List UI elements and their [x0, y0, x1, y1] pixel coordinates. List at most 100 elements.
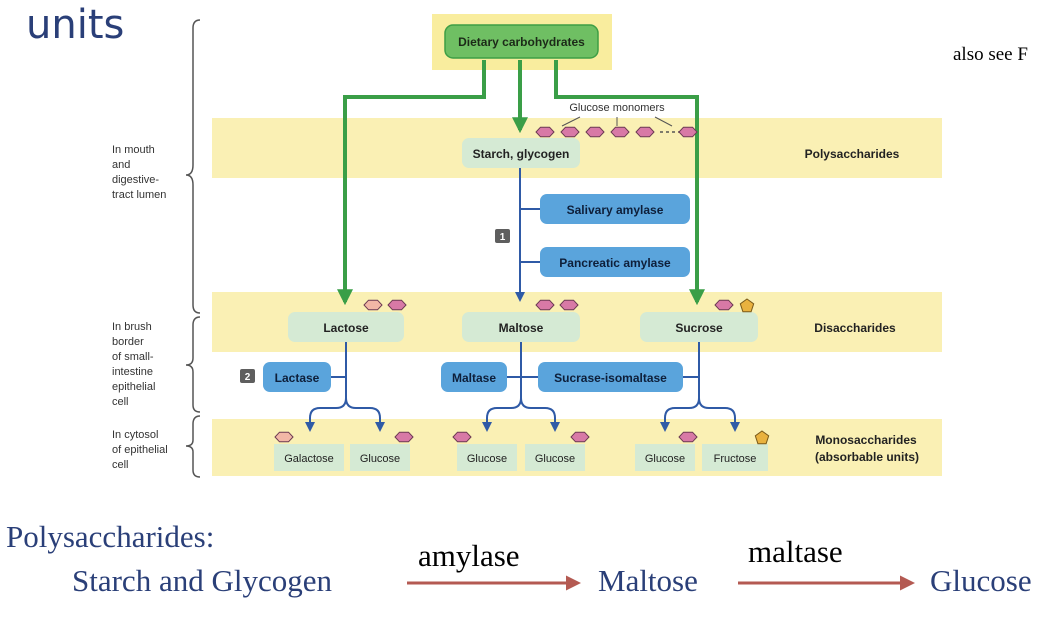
brush-border-line: border [112, 336, 144, 348]
lactase-box [263, 362, 331, 392]
maltose-split-right [520, 397, 560, 432]
cytosol-line: cell [112, 459, 129, 471]
sucrose-split-left [660, 342, 700, 432]
cytosol-region-label: In cytosol of epithelial cell [112, 429, 171, 471]
glucose-ring-icon [394, 431, 414, 443]
brush-border-region-label: In brush border of small- intestine epit… [112, 321, 158, 408]
glucose-ring-icon [678, 431, 698, 443]
brush-border-line: of small- [112, 351, 154, 363]
step-2-badge [240, 369, 255, 383]
fructose-label: Fructose [714, 453, 757, 465]
maltose-box [462, 312, 580, 342]
summary-substrate: Starch and Glycogen [72, 563, 332, 598]
starch-glycogen-box [462, 138, 580, 168]
cytosol-line: of epithelial [112, 444, 168, 456]
dietary-carbohydrates-box [444, 24, 599, 59]
mouth-line: In mouth [112, 144, 155, 156]
glucose-ring-icon [387, 299, 407, 311]
sucrose-box [640, 312, 758, 342]
brush-border-line: epithelial [112, 381, 155, 393]
mouth-brace [185, 19, 201, 314]
green-arrow-to-lactose [337, 60, 486, 306]
disaccharides-band-label: Disaccharides [814, 321, 896, 335]
summary-enzyme-maltase: maltase [748, 534, 843, 569]
maltose-split-left [482, 342, 522, 432]
summary-label: Polysaccharides: [6, 519, 215, 554]
lactose-label: Lactose [323, 321, 369, 335]
brush-border-brace [185, 316, 201, 413]
glucose-box [525, 444, 585, 471]
pointer-line [654, 116, 673, 127]
mouth-line: tract lumen [112, 189, 166, 201]
glucose-box [350, 444, 410, 471]
summary-intermediate: Maltose [598, 563, 698, 598]
side-note: also see F [953, 44, 1028, 65]
dietary-carbohydrates-label: Dietary carbohydrates [458, 35, 585, 49]
lactase-label: Lactase [275, 371, 320, 385]
glucose-ring-icon [535, 299, 555, 311]
glucose-label: Glucose [467, 453, 507, 465]
mouth-region-label: In mouth and digestive- tract lumen [112, 144, 166, 201]
glucose-monomers-label: Glucose monomers [569, 102, 665, 114]
glucose-chain [535, 126, 698, 138]
lactose-box [288, 312, 404, 342]
step-2-number: 2 [245, 372, 251, 383]
glucose-label: Glucose [645, 453, 685, 465]
fructose-ring-icon [754, 430, 770, 445]
galactose-ring-icon [274, 431, 294, 443]
salivary-amylase-label: Salivary amylase [567, 203, 664, 217]
glucose-box [635, 444, 695, 471]
disaccharide-icons [363, 298, 755, 313]
step-1-number: 1 [500, 232, 506, 243]
mouth-line: digestive- [112, 174, 159, 186]
lactose-split-left [305, 342, 347, 432]
glucose-ring-icon [559, 299, 579, 311]
glucose-ring-icon [635, 126, 655, 138]
polysaccharides-band-label: Polysaccharides [805, 147, 900, 161]
cytosol-line: In cytosol [112, 429, 158, 441]
glucose-ring-icon [570, 431, 590, 443]
sucrose-label: Sucrose [675, 321, 723, 335]
step-1-badge [495, 229, 510, 243]
sucrase-isomaltase-box [538, 362, 683, 392]
salivary-amylase-box [540, 194, 690, 224]
summary-product: Glucose [930, 563, 1032, 598]
glucose-ring-icon [452, 431, 472, 443]
glucose-ring-icon [560, 126, 580, 138]
starch-glycogen-label: Starch, glycogen [473, 147, 570, 161]
galactose-label: Galactose [284, 453, 334, 465]
slide-heading: units [26, 2, 125, 48]
brush-border-line: In brush [112, 321, 152, 333]
glucose-label: Glucose [360, 453, 400, 465]
pointer-line [561, 116, 581, 127]
cytosol-brace [185, 415, 201, 478]
galactose-ring-icon [363, 299, 383, 311]
lactose-split-right [345, 397, 385, 432]
glucose-ring-icon [610, 126, 630, 138]
brush-border-line: intestine [112, 366, 153, 378]
monosaccharides-band-label: Monosaccharides [815, 433, 917, 447]
brush-border-line: cell [112, 396, 129, 408]
fructose-ring-icon [739, 298, 755, 313]
maltase-label: Maltase [452, 371, 496, 385]
fructose-box [702, 444, 768, 471]
sucrose-split-right [698, 397, 740, 432]
pancreatic-amylase-label: Pancreatic amylase [559, 256, 671, 270]
monosaccharide-icons [274, 430, 770, 445]
glucose-ring-icon [678, 126, 698, 138]
summary-enzyme-amylase: amylase [418, 538, 520, 573]
glucose-ring-icon [714, 299, 734, 311]
glucose-box [457, 444, 517, 471]
green-arrow-to-sucrose [554, 60, 705, 306]
maltase-box [441, 362, 507, 392]
glucose-ring-icon [535, 126, 555, 138]
mouth-line: and [112, 159, 130, 171]
absorbable-units-label: (absorbable units) [815, 450, 919, 464]
sucrase-isomaltase-label: Sucrase-isomaltase [554, 371, 667, 385]
pancreatic-amylase-box [540, 247, 690, 277]
galactose-box [274, 444, 344, 471]
glucose-ring-icon [585, 126, 605, 138]
glucose-label: Glucose [535, 453, 575, 465]
